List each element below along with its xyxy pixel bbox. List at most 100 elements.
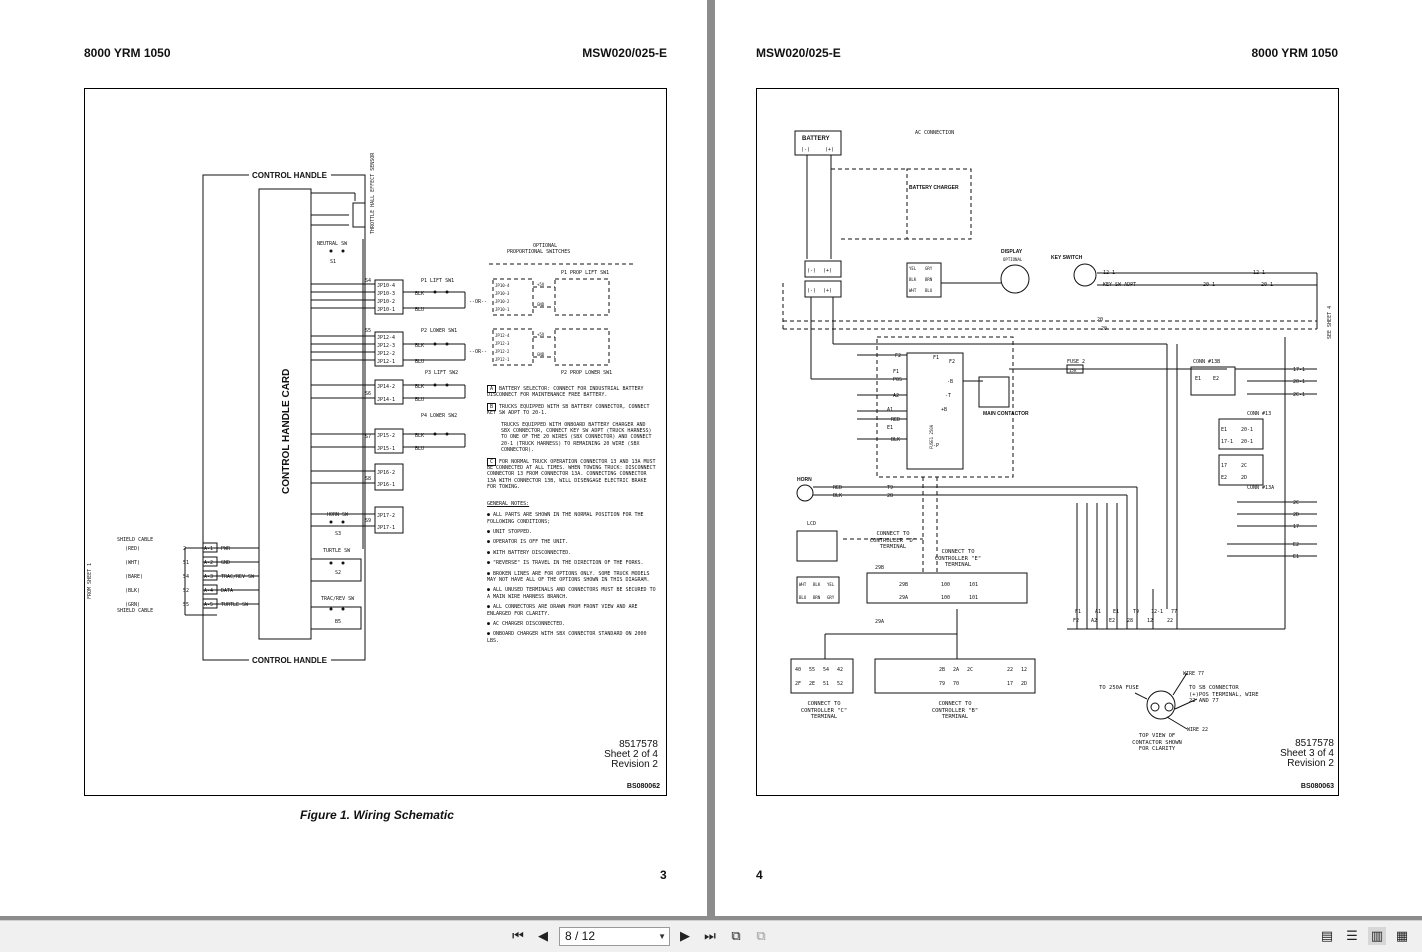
wiring-schematic-sheet-3: BATTERY (-) (+) (-) (+) (-) (+) AC CONNE… xyxy=(782,130,1333,733)
jp10-3: JP10-3 xyxy=(377,291,395,297)
opt-jp10-4: JP10-4 xyxy=(495,283,510,288)
single-page-view-icon[interactable]: ▤ xyxy=(1320,928,1334,944)
general-note-text: ALL PARTS ARE SHOWN IN THE NORMAL POSITI… xyxy=(487,512,644,525)
display-pin: BRN xyxy=(925,277,933,282)
general-note: ● ALL UNUSED TERMINALS AND CONNECTORS MU… xyxy=(487,587,656,600)
connect-c-label: CONNECT TO CONTROLLER "C" TERMINAL xyxy=(800,701,848,720)
jp12-2: JP12-2 xyxy=(377,351,395,357)
pin-sig: GND xyxy=(221,560,230,566)
pin-wire: (RED) xyxy=(125,546,140,552)
wire-label: A2 xyxy=(1091,618,1097,624)
right-page: MSW020/025-E 8000 YRM 1050 xyxy=(715,0,1422,916)
sheet-number: Sheet 3 of 4 xyxy=(1280,748,1334,759)
minus-p: -P xyxy=(933,443,939,449)
prev-page-icon[interactable]: ◀ xyxy=(538,928,548,944)
jp16-2: JP16-2 xyxy=(377,470,395,476)
note-a-text: BATTERY SELECTOR: CONNECT FOR INDUSTRIAL… xyxy=(487,386,644,399)
f2-label: F2 xyxy=(895,353,901,359)
pin-conn: A-3 xyxy=(204,574,213,580)
f1-label: F1 xyxy=(893,369,899,375)
note-c: C FOR NORMAL TRUCK OPERATION CONNECTOR 1… xyxy=(487,457,656,491)
e-pin: 100 xyxy=(941,595,950,601)
s5-label: S5 xyxy=(365,328,371,334)
next-page-icon[interactable]: ▶ xyxy=(680,928,690,944)
top-view-label: TOP VIEW OF CONTACTOR SHOWN FOR CLARITY xyxy=(1132,733,1182,752)
s6-label: S6 xyxy=(365,391,371,397)
key-switch-label: KEY SWITCH xyxy=(1051,255,1083,261)
general-note-text: BROKEN LINES ARE FOR OPTIONS ONLY. SOME … xyxy=(487,570,650,583)
page-number-input[interactable]: 8 / 12 ▼ xyxy=(559,927,670,946)
display-pin: BLK xyxy=(909,277,917,282)
sheet-doc: 8517578 xyxy=(619,739,658,750)
s3-label: S3 xyxy=(335,531,341,537)
conn13b-pin: E2 xyxy=(1213,376,1219,382)
optional-label: OPTIONAL xyxy=(533,243,557,249)
chevron-down-icon[interactable]: ▼ xyxy=(658,932,666,941)
conn13a-pin: 2C xyxy=(1241,463,1247,469)
f2-inner: F2 xyxy=(949,359,955,365)
fit-page-icon[interactable]: ⧉ xyxy=(731,928,741,944)
control-handle-top: CONTROL HANDLE xyxy=(252,171,328,180)
opt-jp12-2: JP12-2 xyxy=(495,349,510,354)
last-page-icon[interactable]: ⏭ xyxy=(704,928,716,944)
display-optional: OPTIONAL xyxy=(1003,257,1023,262)
conn13b-label: CONN #13B xyxy=(1193,359,1220,365)
page-number: 3 xyxy=(660,868,667,882)
wire-label: 22 xyxy=(1167,618,1173,624)
two-page-continuous-icon[interactable]: ▦ xyxy=(1395,928,1409,944)
horn-label: HORN xyxy=(797,477,812,483)
continuous-view-icon[interactable]: ☰ xyxy=(1346,928,1358,944)
conn13-pin: 20-1 xyxy=(1241,427,1253,433)
pin-table: (RED) 2 A-1 PWR (WHT) 51 A-2 GND (BARE) … xyxy=(125,546,255,608)
display-pin: BLU xyxy=(925,288,933,293)
conn13a-pin: E2 xyxy=(1221,475,1227,481)
first-page-icon[interactable]: ⏮ xyxy=(512,928,524,944)
s4-label: S4 xyxy=(365,278,371,284)
main-contactor-label: MAIN CONTACTOR xyxy=(983,411,1029,417)
wire-label: 28 xyxy=(1127,618,1133,624)
wire-label: T9 xyxy=(1133,609,1139,615)
turtle-sw-label: TURTLE SW xyxy=(323,548,351,554)
conn13a-label: CONN #13A xyxy=(1247,485,1274,491)
left-page: 8000 YRM 1050 MSW020/025-E xyxy=(0,0,707,916)
a1-label: A1 xyxy=(887,407,893,413)
two-page-view-icon[interactable]: ▥ xyxy=(1368,927,1386,945)
conn-neg: (-) xyxy=(807,268,816,274)
c-pin: 52 xyxy=(837,681,843,687)
general-note: ● WITH BATTERY DISCONNECTED. xyxy=(487,549,572,556)
note-b2: TRUCKS EQUIPPED WITH ONBOARD BATTERY CHA… xyxy=(501,421,652,454)
sheet-number: Sheet 2 of 4 xyxy=(604,749,658,760)
sheet-revision: Revision 2 xyxy=(611,759,658,770)
jp17-1: JP17-1 xyxy=(377,525,395,531)
p1-lift-label: P1 LIFT SW1 xyxy=(421,278,454,284)
horn-red: RED xyxy=(833,485,842,491)
minus-b: -B xyxy=(947,379,953,385)
c-pin: 54 xyxy=(823,667,829,673)
opt-jp12-4: JP12-4 xyxy=(495,333,510,338)
jp14-1: JP14-1 xyxy=(377,397,395,403)
e1-label: E1 xyxy=(887,425,893,431)
p2-lower-label: P2 LOWER SW1 xyxy=(421,328,457,334)
conn13b-pin: E1 xyxy=(1195,376,1201,382)
rotate-page-icon[interactable]: ⧉ xyxy=(756,928,766,944)
general-note-text: ALL UNUSED TERMINALS AND CONNECTORS MUST… xyxy=(487,587,656,600)
jp10-4: JP10-4 xyxy=(377,283,395,289)
conn13-pin: E1 xyxy=(1221,427,1227,433)
gnd-label: GND xyxy=(537,352,545,357)
jp14-2: JP14-2 xyxy=(377,384,395,390)
general-note: ● ONBOARD CHARGER WITH SBX CONNECTOR STA… xyxy=(487,631,647,644)
gnd-label: GND xyxy=(537,302,545,307)
a2-label: A2 xyxy=(893,393,899,399)
horn-blk: BLK xyxy=(833,493,842,499)
blk-label: BLK xyxy=(891,437,900,443)
b-pin: 2D xyxy=(1021,681,1027,687)
p2-prop-label: P2 PROP LOWER SW1 xyxy=(561,370,612,376)
general-note: ● "REVERSE" IS TRAVEL IN THE DIRECTION O… xyxy=(487,560,644,567)
to-sb-label: TO SB CONNECTOR (+)POS TERMINAL, WIRE 22… xyxy=(1189,685,1259,704)
header-left: MSW020/025-E xyxy=(756,46,841,60)
neutral-sw-label: NEUTRAL SW xyxy=(317,241,348,247)
sheet-block: 8517578 Sheet 3 of 4 Revision 2 xyxy=(1280,739,1334,769)
conn13-pin: 20-1 xyxy=(1241,439,1253,445)
pos-label: POS xyxy=(893,377,902,383)
lcd-label: LCD xyxy=(807,521,816,527)
